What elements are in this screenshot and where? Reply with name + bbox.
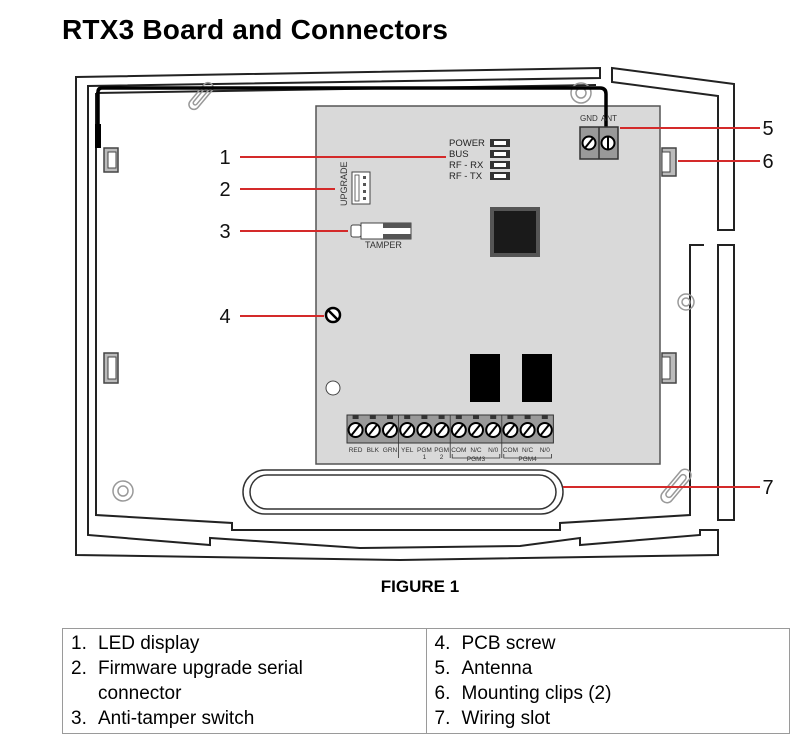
legend-item: 4.PCB screw (434, 633, 556, 654)
callouts: 1 2 3 4 5 6 7 (219, 118, 773, 499)
mounting-clip-right-bottom (661, 352, 677, 384)
antenna-wire-end (95, 124, 101, 148)
callout-number: 4 (219, 306, 230, 328)
legend-column-right: 4.PCB screw 5.Antenna 6.Mounting clips (… (425, 628, 790, 734)
microcontroller-chip (490, 207, 540, 257)
terminal-label: COM (503, 447, 518, 454)
antenna-wire (96, 86, 608, 148)
pcb-hole (325, 380, 341, 396)
terminal-sublabel: 1 (423, 454, 427, 461)
tamper-label: TAMPER (365, 240, 402, 250)
relay-2 (522, 354, 552, 402)
callout-number: 7 (762, 477, 773, 499)
legend-item: 6.Mounting clips (2) (434, 683, 612, 704)
terminal-label: N/C (470, 447, 482, 454)
legend-item: 3.Anti-tamper switch (71, 708, 255, 729)
ant-label: ANT (601, 114, 617, 123)
terminal-label: PGM (417, 447, 432, 454)
pcb-board (315, 105, 661, 465)
gnd-label: GND (580, 114, 598, 123)
figure-caption: FIGURE 1 (380, 577, 460, 596)
group-label: PGM3 (467, 456, 486, 463)
terminal-label: N/0 (488, 447, 499, 454)
terminal-sublabel: 2 (440, 454, 444, 461)
terminal-label: COM (451, 447, 466, 454)
legend-item: 5.Antenna (434, 658, 533, 679)
led-label: BUS (449, 149, 469, 160)
legend-table: 1.LED display 2.Firmware upgrade serial … (62, 628, 790, 734)
terminal-label: N/0 (540, 447, 551, 454)
wiring-slot (242, 469, 564, 515)
callout-number: 5 (762, 118, 773, 140)
mounting-hole-right (677, 293, 695, 311)
tamper-switch (350, 222, 412, 240)
legend-item: 1.LED display (71, 633, 200, 654)
antenna-terminal-block (579, 126, 619, 160)
terminal-label: PGM (434, 447, 449, 454)
terminal-label: N/C (522, 447, 534, 454)
led-label: RF - RX (449, 160, 484, 171)
upgrade-connector (351, 171, 371, 205)
legend-item: 7.Wiring slot (434, 708, 551, 729)
group-label: PGM4 (518, 456, 537, 463)
callout-number: 6 (762, 151, 773, 173)
legend-item: 2.Firmware upgrade serial connector (71, 658, 303, 704)
mounting-clip-right-top (661, 147, 677, 177)
legend-column-left: 1.LED display 2.Firmware upgrade serial … (62, 628, 427, 734)
terminal-label: GRN (383, 447, 398, 454)
terminal-label: BLK (367, 447, 380, 454)
page-title: RTX3 Board and Connectors (62, 14, 449, 45)
terminal-label: YEL (401, 447, 414, 454)
led-label: POWER (449, 138, 485, 149)
pcb-screw (324, 306, 342, 324)
upgrade-label: UPGRADE (339, 161, 349, 206)
mounting-hole-bottom-left (112, 480, 134, 502)
mounting-clip-left-bottom (103, 352, 119, 384)
led-label: RF - TX (449, 171, 483, 182)
terminal-label: RED (349, 447, 363, 454)
callout-number: 3 (219, 221, 230, 243)
mounting-clip-left-top (103, 147, 119, 173)
callout-number: 2 (219, 179, 230, 201)
relay-1 (470, 354, 500, 402)
callout-number: 1 (219, 147, 230, 169)
